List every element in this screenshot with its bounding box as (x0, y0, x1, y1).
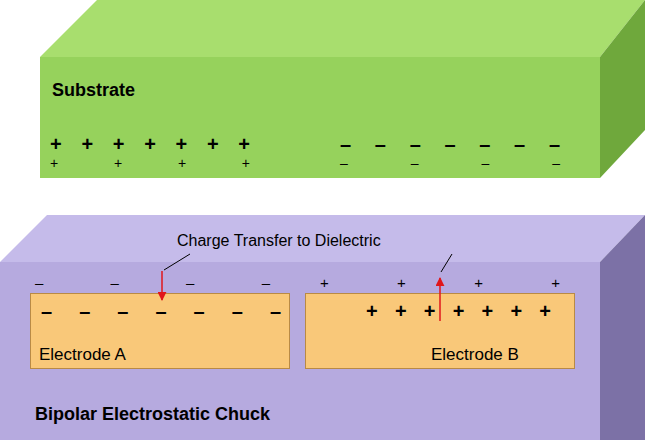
charge-signs: + + + + (50, 156, 250, 171)
substrate-slab: Substrate + + + + + + ++ + + + – – – – – –… (40, 57, 600, 178)
substrate-top-face (40, 0, 645, 57)
substrate-side-face (600, 0, 645, 178)
charge-signs: + + + + + + + (366, 300, 551, 322)
slab-title: Bipolar Electrostatic Chuck (35, 405, 270, 425)
electrode-label: Electrode B (431, 346, 519, 365)
electrode: Electrode A – – – – – – – (30, 293, 290, 369)
charge-signs: – – – – – – – (340, 133, 560, 155)
electrode-label: Electrode A (39, 346, 126, 365)
charge-arrow (439, 278, 441, 321)
callout-label: Charge Transfer to Dielectric (177, 232, 381, 250)
leader-line (164, 254, 190, 270)
chuck-top-face (0, 215, 645, 262)
charge-arrow (161, 271, 163, 300)
leader-line (441, 254, 452, 272)
electrode: Electrode B + + + + + + + (305, 293, 575, 369)
charge-signs: – – – – (35, 275, 270, 292)
chuck-side-face (600, 215, 645, 440)
charge-signs: – – – – – – – (41, 300, 281, 322)
charge-signs: + + + + + + + (50, 133, 250, 155)
chuck-slab: Electrode A – – – – – – – Electrode B + + +… (0, 262, 600, 440)
slab-title: Substrate (52, 81, 135, 101)
charge-signs: – – – – (340, 156, 560, 171)
charge-signs: + + + + (320, 275, 560, 292)
